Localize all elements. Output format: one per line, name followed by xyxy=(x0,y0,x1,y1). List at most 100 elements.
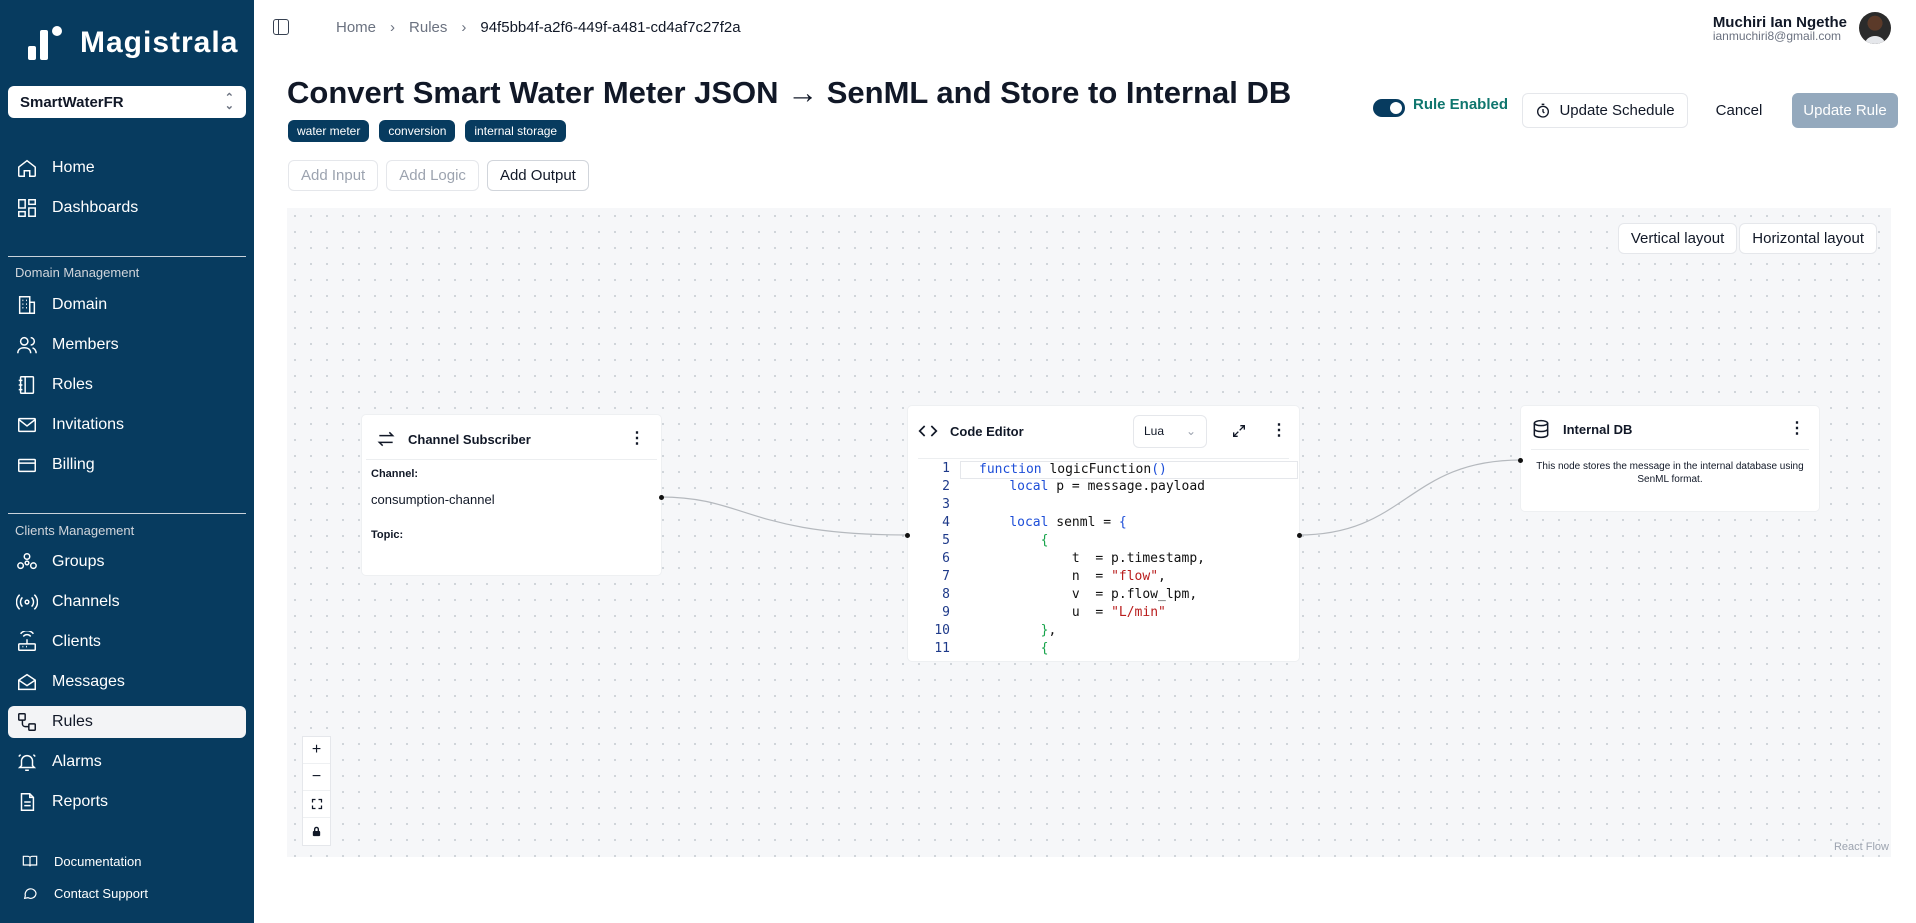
breadcrumb-rules[interactable]: Rules xyxy=(409,19,448,36)
sidebar-item-messages[interactable]: Messages xyxy=(8,666,246,698)
channel-value: consumption-channel xyxy=(371,492,495,507)
users-icon xyxy=(17,336,37,354)
line-number: 1 xyxy=(942,461,950,476)
code-line[interactable]: { xyxy=(1040,533,1049,548)
sidebar-item-groups[interactable]: Groups xyxy=(8,546,246,578)
documentation-link[interactable]: Documentation xyxy=(22,853,141,869)
target-handle[interactable] xyxy=(905,533,910,538)
add-logic-button[interactable]: Add Logic xyxy=(386,160,479,191)
code-editor[interactable]: 1 function logicFunction() 2 local p = me… xyxy=(918,461,1298,656)
mail-icon xyxy=(18,417,36,433)
code-line[interactable]: function logicFunction() xyxy=(960,461,1298,479)
add-output-button[interactable]: Add Output xyxy=(486,160,589,191)
code-line[interactable]: }, xyxy=(1040,623,1057,638)
code-line[interactable]: t = p.timestamp, xyxy=(978,551,1205,566)
source-handle[interactable] xyxy=(659,495,664,500)
wallet-icon xyxy=(18,458,36,473)
flow-canvas[interactable]: Vertical layout Horizontal layout Channe… xyxy=(287,208,1891,857)
more-vertical-icon[interactable]: ⋮ xyxy=(629,430,645,447)
sidebar-item-rules[interactable]: Rules xyxy=(8,706,246,738)
zoom-controls: + − xyxy=(303,737,330,845)
horizontal-layout-button[interactable]: Horizontal layout xyxy=(1739,223,1877,254)
sidebar-item-dashboards[interactable]: Dashboards xyxy=(8,192,246,224)
channel-subscriber-node[interactable]: Channel Subscriber ⋮ Channel: consumptio… xyxy=(362,415,664,575)
rule-enabled-toggle[interactable]: Rule Enabled xyxy=(1373,95,1509,117)
groups-icon xyxy=(17,553,37,570)
app-name: Magistrala xyxy=(80,26,239,59)
home-icon xyxy=(18,159,36,177)
code-line[interactable] xyxy=(960,497,986,515)
edge-subscriber-to-editor xyxy=(659,496,909,536)
update-schedule-button[interactable]: Update Schedule xyxy=(1522,93,1688,128)
sidebar-item-clients[interactable]: Clients xyxy=(8,626,246,658)
sidebar-item-reports[interactable]: Reports xyxy=(8,786,246,818)
code-line[interactable]: n = "flow", xyxy=(978,569,1166,584)
toggle-switch[interactable] xyxy=(1373,99,1405,117)
node-description: This node stores the message in the inte… xyxy=(1531,449,1809,486)
sidebar-item-label: Invitations xyxy=(52,416,125,433)
code-line[interactable]: local p = message.payload xyxy=(1009,479,1205,494)
fit-view-icon[interactable] xyxy=(303,791,330,818)
user-menu[interactable]: Muchiri Ian Ngethe ianmuchiri8@gmail.com xyxy=(1713,12,1891,44)
node-title: Channel Subscriber xyxy=(408,431,531,447)
sidebar-item-home[interactable]: Home xyxy=(8,152,246,184)
node-title: Code Editor xyxy=(950,423,1024,439)
source-handle[interactable] xyxy=(1297,533,1302,538)
chevron-right-icon: › xyxy=(390,19,396,36)
vertical-layout-button[interactable]: Vertical layout xyxy=(1617,223,1738,254)
line-number: 10 xyxy=(934,623,950,638)
zoom-out-button[interactable]: − xyxy=(303,764,330,791)
line-number: 2 xyxy=(942,479,950,494)
code-line[interactable]: { xyxy=(1040,641,1049,656)
breadcrumb-home[interactable]: Home xyxy=(336,19,377,36)
rule-enabled-label: Rule Enabled xyxy=(1413,95,1509,113)
node-title: Internal DB xyxy=(1563,421,1633,437)
code-icon xyxy=(918,425,938,437)
app-logo[interactable]: Magistrala xyxy=(24,24,238,62)
more-vertical-icon[interactable]: ⋮ xyxy=(1271,422,1287,439)
sidebar-item-members[interactable]: Members xyxy=(8,329,246,361)
language-select[interactable]: Lua ⌄ xyxy=(1133,414,1207,448)
sidebar-item-invitations[interactable]: Invitations xyxy=(8,409,246,441)
domain-name: SmartWaterFR xyxy=(20,93,124,111)
add-input-button[interactable]: Add Input xyxy=(288,160,379,191)
sidebar-item-domain[interactable]: Domain xyxy=(8,289,246,321)
sidebar-item-roles[interactable]: Roles xyxy=(8,369,246,401)
code-line[interactable]: local senml = { xyxy=(1009,515,1127,530)
file-icon xyxy=(20,793,35,811)
sidebar-item-label: Home xyxy=(52,159,95,176)
line-number: 5 xyxy=(942,533,950,548)
workflow-icon xyxy=(18,713,36,731)
chevron-right-icon: › xyxy=(461,19,467,36)
notebook-icon xyxy=(18,376,35,394)
node-toolbar: Add Input Add Logic Add Output xyxy=(288,160,589,191)
toggle-sidebar-icon[interactable] xyxy=(273,19,289,35)
dashboard-icon xyxy=(18,199,36,217)
sidebar-item-channels[interactable]: Channels xyxy=(8,586,246,618)
line-number: 9 xyxy=(942,605,950,620)
domain-selector[interactable]: SmartWaterFR ⌃⌄ xyxy=(8,86,246,118)
internal-db-node[interactable]: Internal DB ⋮ This node stores the messa… xyxy=(1518,406,1819,511)
code-editor-node[interactable]: Code Editor Lua ⌄ ⋮ 1 function logicFunct… xyxy=(905,406,1302,661)
sidebar-item-alarms[interactable]: Alarms xyxy=(8,746,246,778)
more-vertical-icon[interactable]: ⋮ xyxy=(1789,420,1805,437)
code-line[interactable]: v = p.flow_lpm, xyxy=(978,587,1198,602)
contact-support-link[interactable]: Contact Support xyxy=(22,885,148,901)
breadcrumb-current: 94f5bb4f-a2f6-449f-a481-cd4af7c27f2a xyxy=(480,19,741,36)
sidebar-item-label: Clients xyxy=(52,633,101,650)
zoom-in-button[interactable]: + xyxy=(303,737,330,764)
code-line[interactable]: u = "L/min" xyxy=(978,605,1166,620)
expand-icon[interactable] xyxy=(1231,423,1247,439)
sidebar-item-billing[interactable]: Billing xyxy=(8,449,246,481)
avatar[interactable] xyxy=(1859,12,1891,44)
update-schedule-label: Update Schedule xyxy=(1559,102,1675,119)
cancel-button[interactable]: Cancel xyxy=(1695,93,1783,128)
lock-icon[interactable] xyxy=(303,818,330,845)
sidebar-item-label: Members xyxy=(52,336,119,353)
update-rule-button[interactable]: Update Rule xyxy=(1792,93,1898,128)
page-title: Convert Smart Water Meter JSON → SenML a… xyxy=(287,75,1292,110)
line-number: 11 xyxy=(934,641,950,656)
sidebar-item-label: Billing xyxy=(52,456,95,473)
react-flow-attribution[interactable]: React Flow xyxy=(1833,841,1889,853)
target-handle[interactable] xyxy=(1518,458,1523,463)
